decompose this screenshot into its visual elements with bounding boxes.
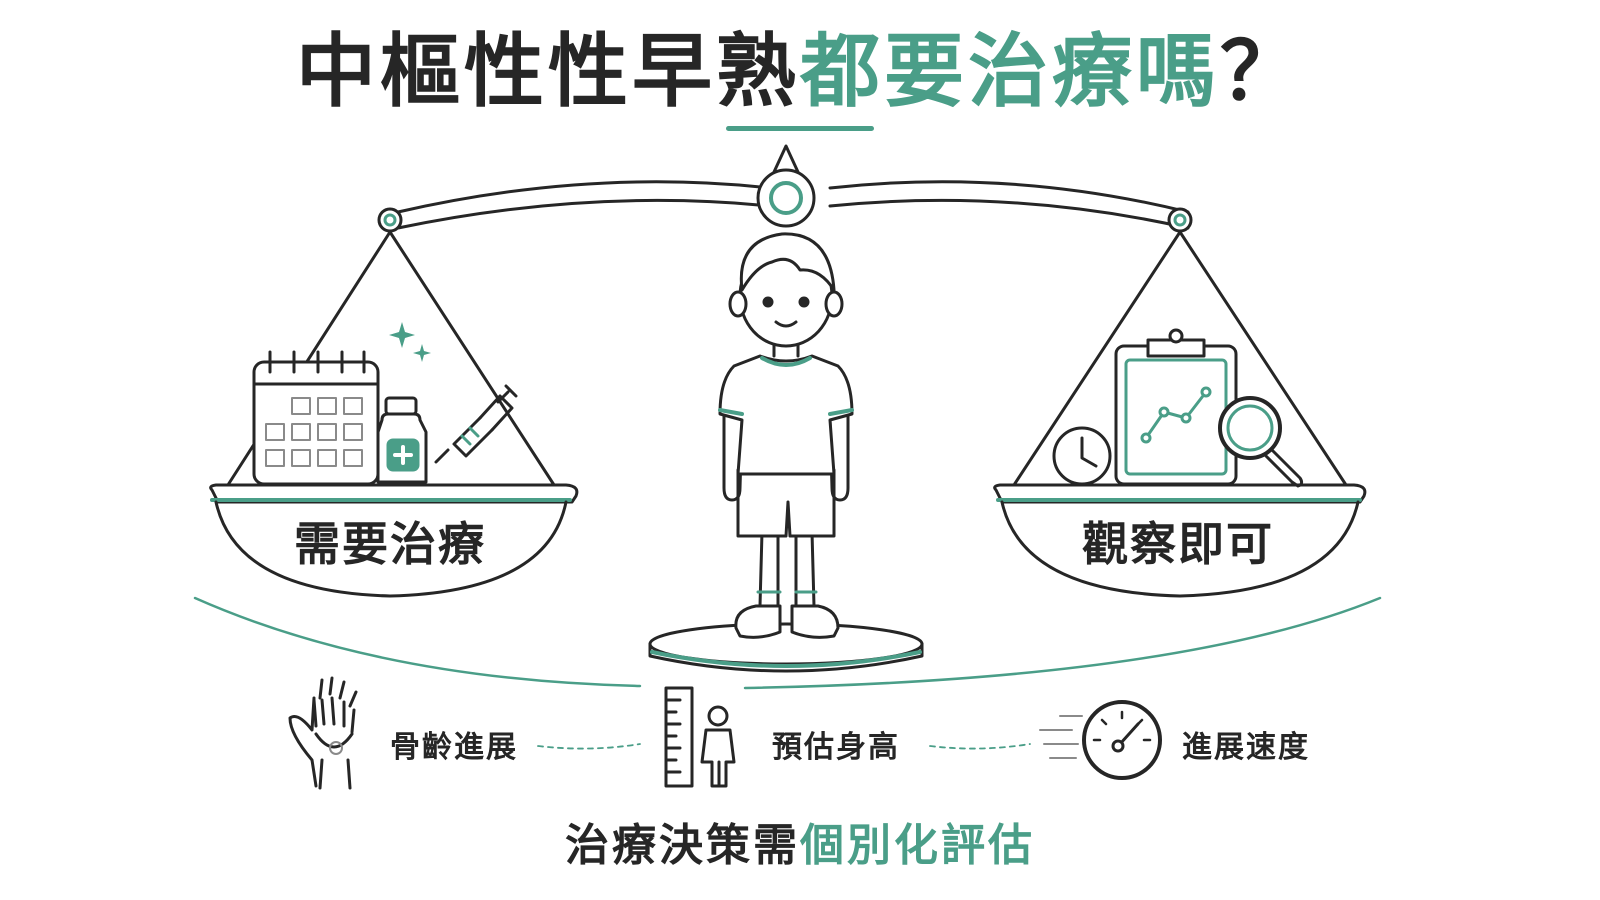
- left-pan-label: 需要治療: [294, 517, 486, 571]
- right-pan: [993, 230, 1367, 598]
- calendar-icon: [252, 350, 380, 486]
- clock-icon: [1052, 426, 1112, 486]
- page-title: 中樞性性早熟都要治療嗎？: [0, 22, 1600, 122]
- height-ruler-icon: [664, 686, 736, 788]
- sparkle-icon: [389, 322, 431, 362]
- connector-2: [929, 743, 1031, 750]
- speedometer-icon: [1039, 700, 1162, 780]
- connector-1: [537, 743, 641, 750]
- title-dark: 中樞性性早熟: [296, 25, 800, 118]
- footer-caption: 治療決策需個別化評估: [0, 818, 1600, 874]
- factor-label-predicted-height: 預估身高: [772, 730, 900, 765]
- ground-arc-right: [743, 596, 1382, 690]
- footer-dark: 治療決策需: [565, 820, 800, 871]
- footer-accent: 個別化評估: [800, 820, 1035, 871]
- ground-arc-left: [193, 596, 642, 688]
- factor-label-progression-rate: 進展速度: [1182, 730, 1310, 765]
- hand-xray-icon: [288, 676, 358, 790]
- syringe-icon: [434, 384, 518, 464]
- platform: [648, 622, 924, 673]
- factor-label-bone-age: 骨齡進展: [390, 730, 518, 765]
- right-pan-label: 觀察即可: [1082, 517, 1274, 571]
- child-figure: [718, 232, 854, 639]
- scale-beam: [377, 144, 1193, 233]
- title-question-mark: ？: [1220, 25, 1304, 118]
- magnifier-icon: [1218, 396, 1304, 488]
- medicine-bottle-icon: [376, 396, 428, 484]
- clipboard-chart-icon: [1114, 328, 1238, 486]
- title-accent: 都要治療嗎: [800, 25, 1220, 118]
- title-underline: [726, 126, 874, 131]
